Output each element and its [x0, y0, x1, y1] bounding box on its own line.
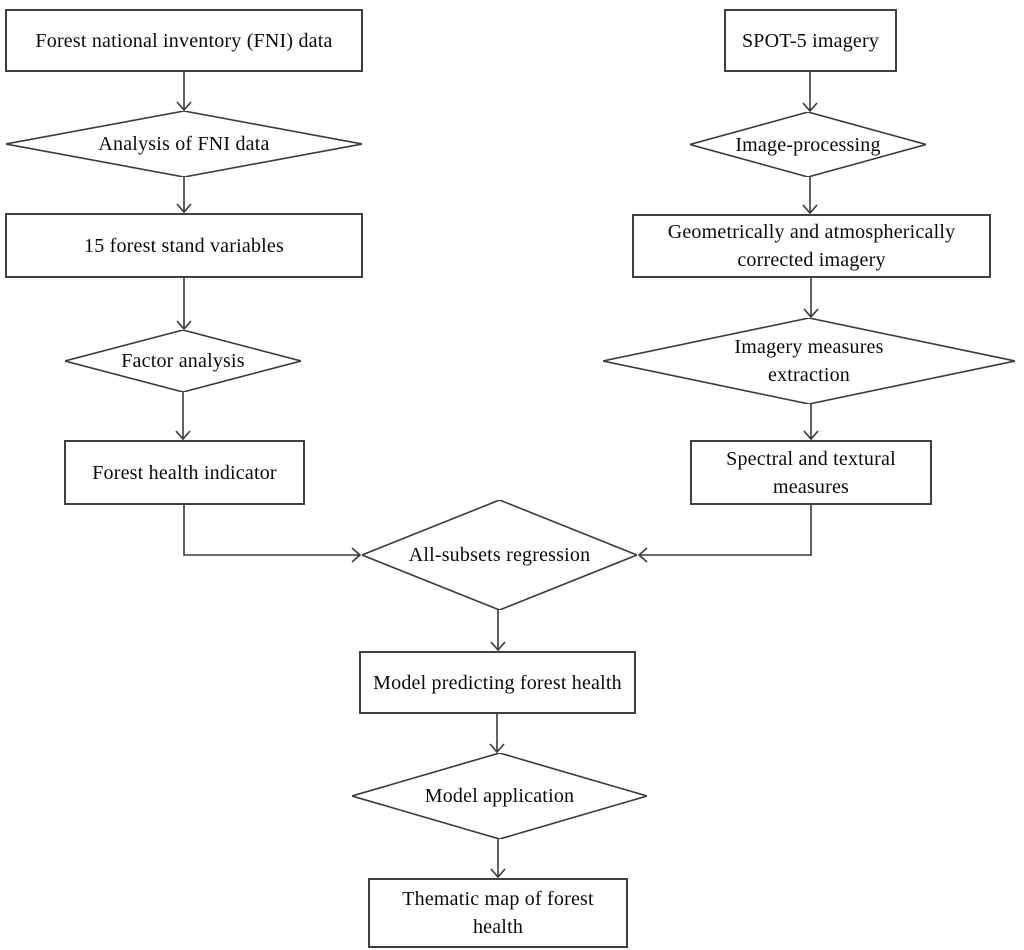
- arrow-allsubsets-to-model: [490, 610, 506, 652]
- node-label: All-subsets regression: [408, 544, 591, 566]
- diamond-shape: [603, 318, 1015, 404]
- node-corrected-imagery: Geometrically and atmospherically correc…: [632, 214, 991, 278]
- arrow-analysis-to-variables: [176, 177, 192, 214]
- arrow-extraction-to-spectral: [803, 404, 819, 441]
- node-label: Image-processing: [735, 133, 881, 156]
- node-label: Spectral and textural measures: [726, 447, 896, 498]
- node-label: SPOT-5 imagery: [741, 29, 880, 52]
- node-model-application: Model application: [352, 753, 647, 839]
- diamond-shape: [690, 112, 926, 177]
- node-label: Geometrically and atmospherically correc…: [667, 221, 956, 271]
- arrow-spot5-to-processing: [802, 72, 818, 113]
- node-factor-analysis: Factor analysis: [65, 330, 301, 392]
- arrow-application-to-thematic: [490, 839, 506, 879]
- node-spectral-textural-measures: Spectral and textural measures: [690, 440, 932, 505]
- arrow-spectral-to-allsubsets: [637, 505, 812, 563]
- diamond-shape: [362, 500, 637, 610]
- arrow-corrected-to-extraction: [803, 278, 819, 319]
- arrow-indicator-to-allsubsets: [183, 505, 362, 563]
- node-imagery-measures-extraction: Imagery measures extraction: [603, 318, 1015, 404]
- node-label: Analysis of FNI data: [98, 133, 270, 155]
- node-thematic-map-of-forest-health: Thematic map of forest health: [368, 878, 628, 948]
- diamond-shape: [352, 753, 647, 839]
- node-label: 15 forest stand variables: [84, 234, 284, 257]
- node-label: Forest national inventory (FNI) data: [35, 29, 333, 52]
- arrow-model-to-application: [489, 714, 505, 754]
- node-label: Factor analysis: [121, 350, 245, 372]
- node-all-subsets-regression: All-subsets regression: [362, 500, 637, 610]
- node-label: Model predicting forest health: [373, 671, 622, 694]
- node-label: Imagery measures extraction: [734, 336, 884, 386]
- node-image-processing: Image-processing: [690, 112, 926, 177]
- node-label: Model application: [424, 785, 575, 807]
- node-analysis-of-fni-data: Analysis of FNI data: [6, 111, 362, 177]
- node-forest-health-indicator: Forest health indicator: [64, 440, 305, 505]
- node-model-predicting-forest-health: Model predicting forest health: [359, 651, 636, 714]
- diamond-shape: [6, 111, 362, 177]
- arrow-factor-to-indicator: [175, 392, 191, 441]
- node-spot5-imagery: SPOT-5 imagery: [724, 9, 897, 72]
- arrow-fni-to-analysis: [176, 72, 192, 112]
- node-label: Thematic map of forest health: [402, 888, 594, 938]
- arrow-variables-to-factor: [176, 278, 192, 331]
- node-label: Forest health indicator: [92, 461, 277, 484]
- arrow-processing-to-corrected: [802, 177, 818, 215]
- node-15-forest-stand-variables: 15 forest stand variables: [5, 213, 363, 278]
- node-forest-national-inventory-data: Forest national inventory (FNI) data: [5, 9, 363, 72]
- diamond-shape: [65, 330, 301, 392]
